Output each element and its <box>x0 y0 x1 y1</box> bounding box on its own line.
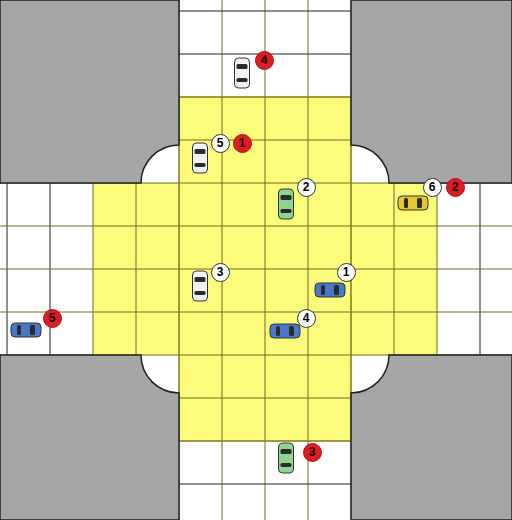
callout-number: 6 <box>423 178 442 197</box>
car-body <box>270 324 300 338</box>
callout-number: 3 <box>211 263 230 282</box>
car-body <box>193 271 208 301</box>
car-window <box>417 198 422 208</box>
car-body <box>315 283 345 297</box>
car <box>279 443 294 473</box>
car-window <box>281 449 292 454</box>
vehicles <box>11 58 428 473</box>
car-window <box>30 325 35 335</box>
car-body <box>398 196 428 210</box>
car-body <box>11 323 41 337</box>
callout-number: 3 <box>303 443 322 462</box>
callout-text: 4 <box>261 54 268 66</box>
car-window <box>281 195 292 200</box>
callout-number: 2 <box>297 178 316 197</box>
car-window <box>334 285 339 295</box>
grid-line <box>222 0 223 520</box>
callout-text: 4 <box>303 312 310 324</box>
callout-text: 6 <box>429 181 436 193</box>
car-window <box>321 285 325 295</box>
car <box>270 324 300 338</box>
grid-line <box>0 312 512 313</box>
grid-line <box>0 269 512 270</box>
car-window <box>281 463 292 467</box>
car-window <box>276 326 280 336</box>
car-body <box>193 143 208 173</box>
car-window <box>195 149 206 154</box>
callout-number: 1 <box>233 134 252 153</box>
callout-text: 3 <box>217 266 224 278</box>
grid-line <box>0 226 512 227</box>
car-window <box>195 291 206 295</box>
car <box>193 271 208 301</box>
car <box>279 189 294 219</box>
car-body <box>279 189 294 219</box>
car-window <box>237 64 248 69</box>
callout-text: 2 <box>303 181 310 193</box>
car <box>11 323 41 337</box>
car-window <box>237 78 248 82</box>
callout-number: 4 <box>297 309 316 328</box>
callout-number: 2 <box>446 178 465 197</box>
callout-number: 4 <box>255 51 274 70</box>
callout-text: 1 <box>239 137 246 149</box>
callout-text: 5 <box>49 312 56 324</box>
grid-line <box>265 0 266 520</box>
car-window <box>281 209 292 213</box>
grid-line <box>308 0 309 520</box>
car-window <box>195 163 206 167</box>
car <box>398 196 428 210</box>
callout-number: 1 <box>337 263 356 282</box>
corner-block <box>351 0 512 183</box>
car-body <box>235 58 250 88</box>
car-window <box>289 326 294 336</box>
callout-text: 5 <box>217 137 224 149</box>
callout-text: 3 <box>309 446 316 458</box>
callout-number: 5 <box>211 134 230 153</box>
corner-block <box>0 0 179 183</box>
car-window <box>17 325 21 335</box>
callout-number: 5 <box>43 309 62 328</box>
zone-edge <box>179 97 351 441</box>
car-window <box>404 198 408 208</box>
car <box>193 143 208 173</box>
car-body <box>279 443 294 473</box>
corner-block <box>0 355 179 520</box>
callout-text: 2 <box>452 181 459 193</box>
callout-text: 1 <box>343 266 350 278</box>
car <box>235 58 250 88</box>
car-window <box>195 277 206 282</box>
corner-block <box>351 355 512 520</box>
car <box>315 283 345 297</box>
